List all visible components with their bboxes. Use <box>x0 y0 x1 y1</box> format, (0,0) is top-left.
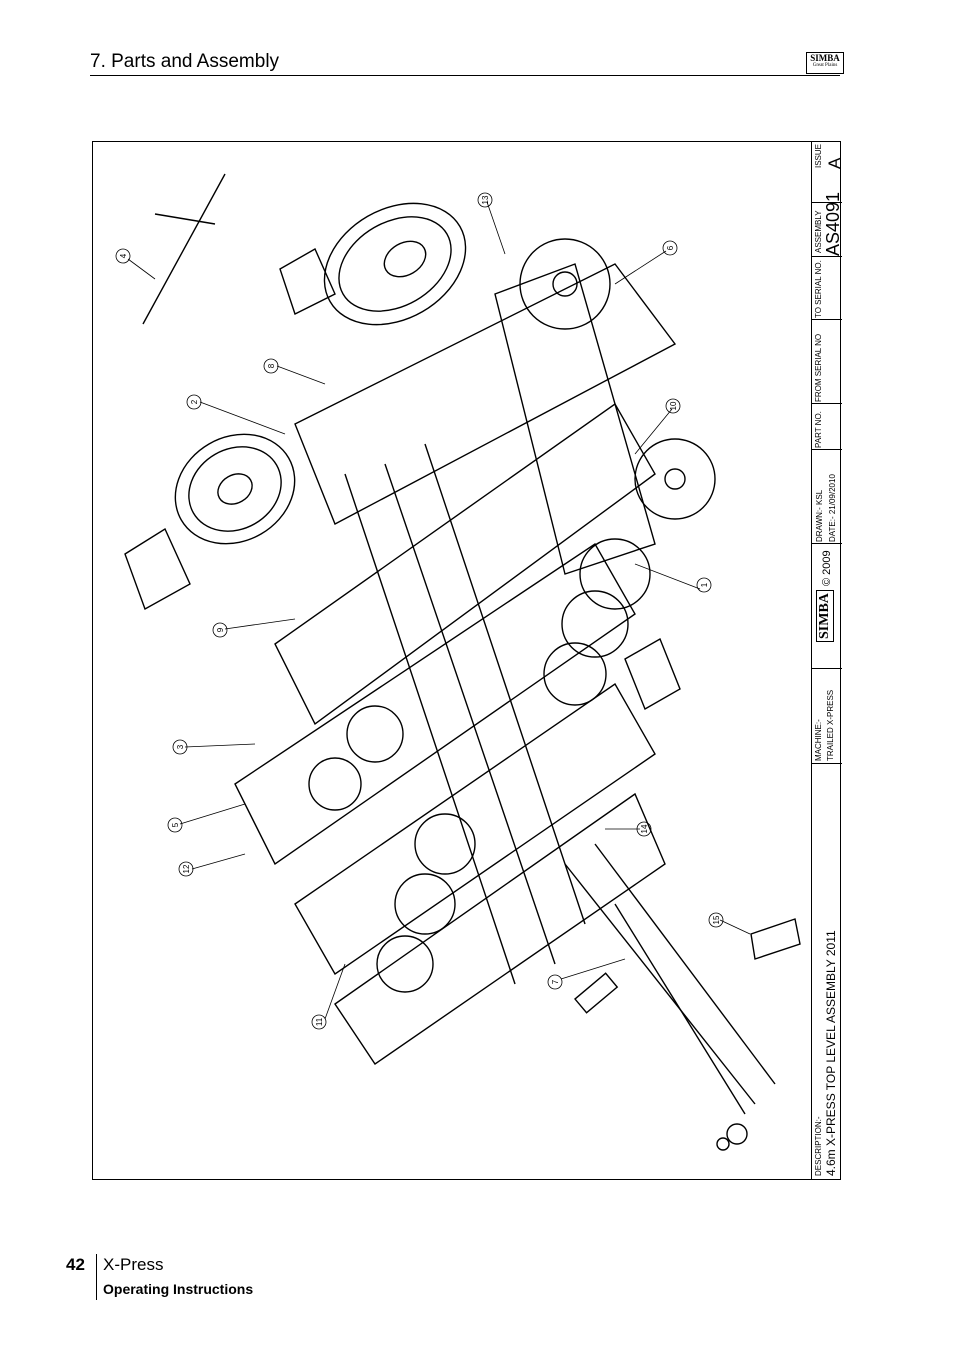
assembly-cell: ASSEMBLY AS4091 <box>812 192 843 257</box>
callout-11 <box>311 1014 327 1030</box>
issue-cell: ISSUE A <box>812 141 844 203</box>
header-rule <box>90 75 840 76</box>
callout-label-10: 10 <box>669 401 678 410</box>
part-4-hose <box>142 173 226 325</box>
plate-left <box>124 527 191 611</box>
callout-label-9: 9 <box>216 627 225 632</box>
to-serial-cell: TO SERIAL NO. <box>812 257 842 320</box>
callout-label-2: 2 <box>190 399 199 404</box>
part-4-bracket <box>154 213 216 225</box>
brand-logo-subtext: Great Plains <box>812 63 838 68</box>
assembly-label: ASSEMBLY <box>814 210 823 253</box>
callout-5 <box>167 817 183 833</box>
description-label: DESCRIPTION:- <box>814 1116 823 1176</box>
footer-product: X-Press <box>103 1255 164 1274</box>
callout-14 <box>636 821 652 837</box>
callouts <box>115 192 724 1030</box>
plate-top <box>279 248 336 315</box>
callout-label-8: 8 <box>267 363 276 368</box>
part-15-manual <box>750 918 801 960</box>
callout-10 <box>665 398 681 414</box>
plate-right <box>624 637 681 711</box>
part-no-cell: PART NO. <box>812 404 842 450</box>
disc-row-upper <box>519 238 716 706</box>
part-7-ram <box>574 972 619 1014</box>
callout-label-1: 1 <box>700 582 709 587</box>
callout-1 <box>696 577 712 593</box>
copyright: © 2009 <box>821 550 833 586</box>
callout-6 <box>662 240 678 256</box>
drawbar <box>564 843 776 1151</box>
page-number: 42 <box>66 1255 85 1274</box>
description-value: 4.6m X-PRESS TOP LEVEL ASSEMBLY 2011 <box>824 930 838 1176</box>
title-block: ISSUE A ASSEMBLY AS4091 TO SERIAL NO. FR… <box>811 141 844 1180</box>
assembly-value: AS4091 <box>823 191 843 256</box>
callout-label-12: 12 <box>182 864 191 873</box>
issue-label: ISSUE <box>814 143 823 168</box>
callout-3 <box>172 739 188 755</box>
description-cell: DESCRIPTION:- 4.6m X-PRESS TOP LEVEL ASS… <box>812 764 842 1180</box>
titleblock-logo: SIMBA <box>816 590 834 642</box>
callout-label-4: 4 <box>119 253 128 258</box>
footer-subtitle: Operating Instructions <box>103 1281 254 1297</box>
callout-label-3: 3 <box>176 744 185 749</box>
from-serial-cell: FROM SERIAL NO <box>812 320 842 404</box>
brand-logo: SIMBA Great Plains <box>806 52 844 74</box>
callout-15 <box>708 912 724 928</box>
wheel-front <box>174 433 296 545</box>
footer-rule <box>96 1254 97 1300</box>
drawn-date-cell: DRAWN:- KSL DATE:- 21/09/2010 <box>812 450 842 544</box>
callout-13 <box>477 192 493 208</box>
assembly-drawing: 1 2 3 4 5 6 7 8 9 10 11 12 13 14 15 <box>115 173 801 1151</box>
callout-8 <box>263 358 279 374</box>
main-frame <box>234 263 677 1065</box>
part-no-label: PART NO. <box>814 411 823 448</box>
callout-9 <box>212 622 228 638</box>
from-serial-label: FROM SERIAL NO <box>814 333 823 402</box>
to-serial-label: TO SERIAL NO. <box>814 260 823 318</box>
machine-value: TRAILED X-PRESS <box>826 689 835 761</box>
callout-2 <box>186 394 202 410</box>
callout-7 <box>547 974 563 990</box>
drawn-date: DATE:- 21/09/2010 <box>828 474 837 542</box>
callout-label-7: 7 <box>551 979 560 984</box>
callout-4 <box>115 248 131 264</box>
wheel-rear <box>323 202 467 326</box>
leader-lines <box>127 201 751 1020</box>
section-title: 7. Parts and Assembly <box>90 51 280 72</box>
callout-labels: 1 2 3 4 5 6 7 8 9 10 11 12 13 14 15 <box>119 195 721 1026</box>
callout-label-5: 5 <box>171 822 180 827</box>
callout-label-15: 15 <box>712 915 721 924</box>
disc-row-lower <box>308 705 476 993</box>
machine-label: MACHINE:- <box>814 719 823 761</box>
brand-logo-text: SIMBA <box>810 53 840 63</box>
issue-value: A <box>825 157 844 169</box>
callout-label-11: 11 <box>315 1017 324 1026</box>
callout-label-13: 13 <box>481 195 490 204</box>
machine-cell: MACHINE:- TRAILED X-PRESS <box>812 669 842 764</box>
drawing-sheet <box>92 141 841 1180</box>
callout-label-14: 14 <box>640 824 649 833</box>
logo-cell: SIMBA © 2009 <box>812 544 842 669</box>
callout-label-6: 6 <box>666 245 675 250</box>
drawn-by: DRAWN:- KSL <box>815 489 824 542</box>
callout-12 <box>178 861 194 877</box>
